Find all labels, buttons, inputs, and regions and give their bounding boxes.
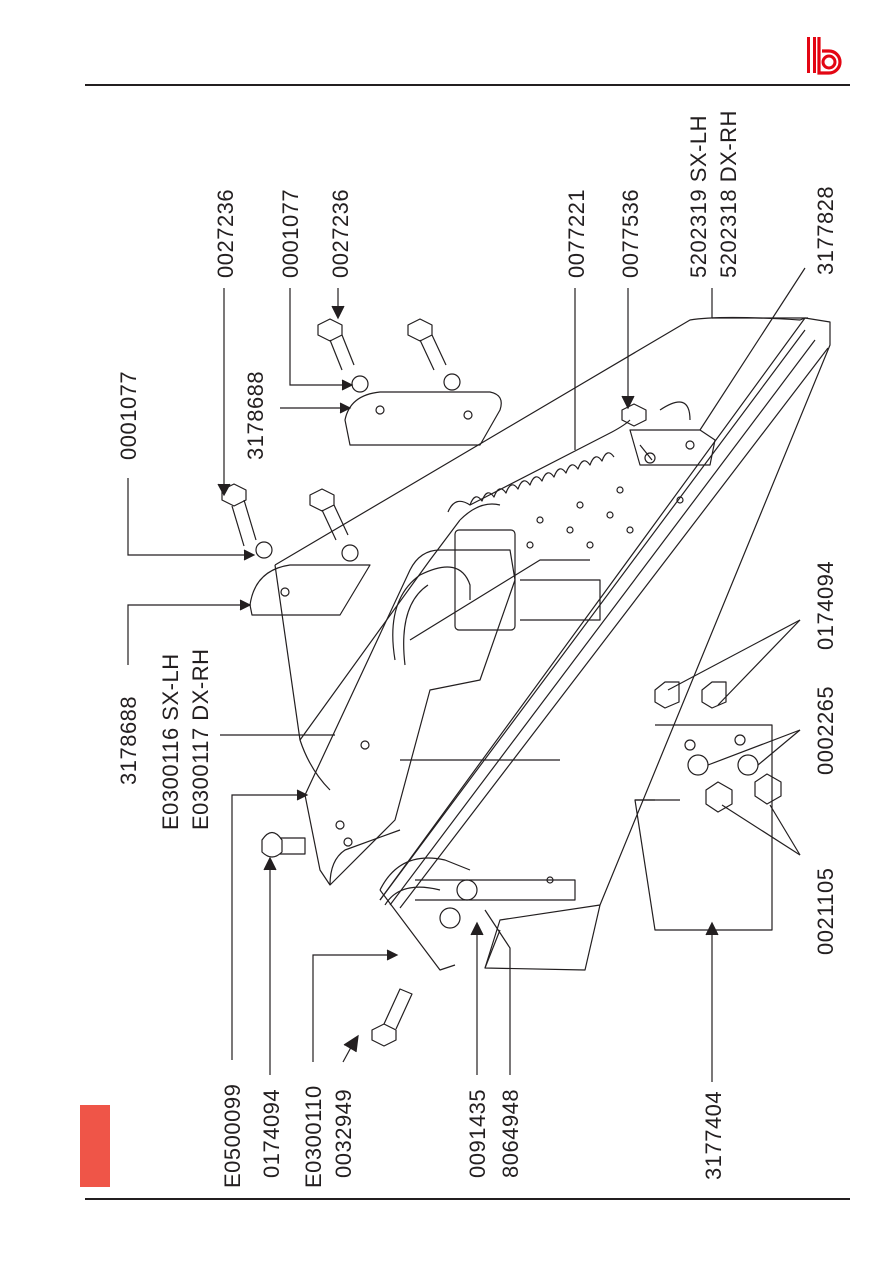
label-0091435: 0091435 xyxy=(465,1088,490,1178)
header-rule xyxy=(85,84,850,86)
frame-arm xyxy=(304,549,590,886)
label-0027236-a: 0027236 xyxy=(213,188,238,278)
footer-rule xyxy=(85,1198,850,1200)
label-0174094-a: 0174094 xyxy=(259,1088,284,1178)
section-tab xyxy=(80,1105,110,1187)
bolt-group-right xyxy=(654,681,782,813)
label-0032949: 0032949 xyxy=(331,1088,356,1178)
bolt-group-top xyxy=(221,318,656,562)
label-E0300117: E0300117 DX-RH xyxy=(188,648,213,830)
label-3178688-b: 3178688 xyxy=(116,695,141,785)
label-3178688-a: 3178688 xyxy=(243,370,268,460)
u-bolt-upper xyxy=(392,529,601,666)
main-rail xyxy=(379,317,831,971)
plate-small xyxy=(629,401,716,466)
label-0001077-a: 0001077 xyxy=(278,188,303,278)
mounting-plate xyxy=(274,316,806,791)
label-3177404: 3177404 xyxy=(701,1090,726,1180)
label-0027236-b: 0027236 xyxy=(328,188,353,278)
bolt-group-bottom xyxy=(261,831,413,1047)
bracket-upper xyxy=(344,391,502,446)
label-0077536: 0077536 xyxy=(618,188,643,278)
label-E0500099: E0500099 xyxy=(220,1083,245,1188)
plate-holes xyxy=(526,486,684,884)
label-E0300110: E0300110 xyxy=(301,1085,326,1188)
label-0021105: 0021105 xyxy=(813,867,838,955)
bracket-lower xyxy=(249,564,371,616)
label-5202318: 5202318 DX-RH xyxy=(716,110,741,278)
leader-lines xyxy=(127,267,808,1082)
label-0174094-b: 0174094 xyxy=(813,560,838,650)
u-bolt-lower xyxy=(379,857,576,971)
label-0002265: 0002265 xyxy=(813,685,838,775)
label-3177828: 3177828 xyxy=(813,185,838,275)
label-0001077-b: 0001077 xyxy=(116,370,141,460)
label-E0300116: E0300116 SX-LH xyxy=(158,653,183,830)
bb-logo-icon xyxy=(807,37,842,75)
spring xyxy=(447,419,631,513)
label-8064948: 8064948 xyxy=(498,1088,523,1178)
label-0077221: 0077221 xyxy=(564,188,589,278)
label-5202319: 5202319 SX-LH xyxy=(686,114,711,278)
